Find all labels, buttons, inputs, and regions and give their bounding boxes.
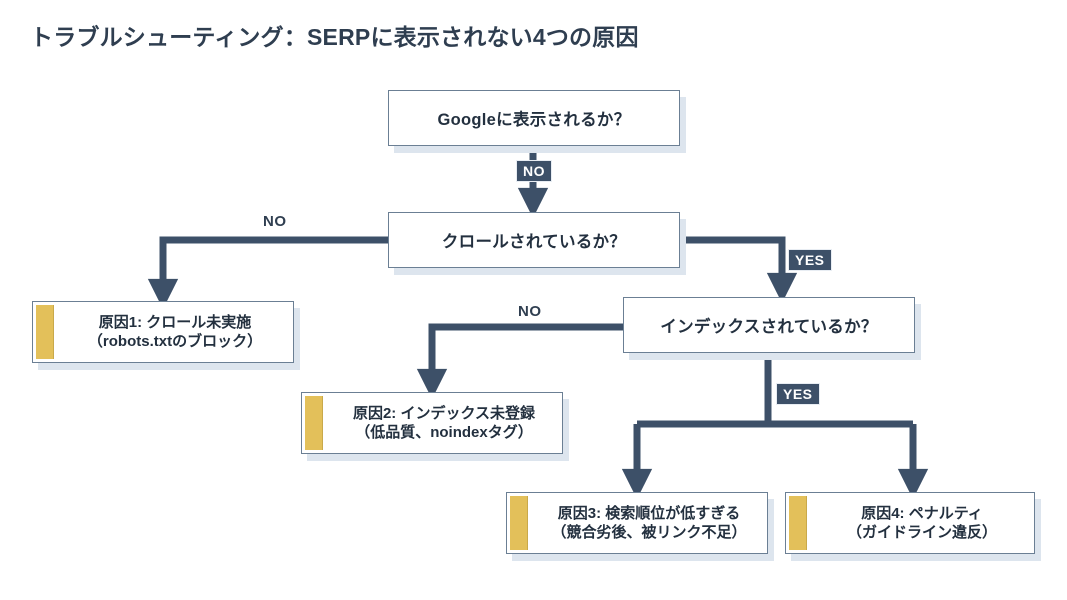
result-box-cause-4[interactable]: 原因4: ペナルティ （ガイドライン違反）: [785, 492, 1035, 554]
edge-label-yes-d3-r3: YES: [776, 383, 820, 405]
result-box-cause-1[interactable]: 原因1: クロール未実施 （robots.txtのブロック）: [32, 301, 294, 363]
result-text: 原因1: クロール未実施 （robots.txtのブロック）: [51, 313, 293, 351]
decision-box-indexed[interactable]: インデックスされているか？: [623, 297, 915, 353]
result-line-1: 原因1: クロール未実施: [98, 313, 252, 331]
result-line-1: 原因4: ペナルティ: [861, 504, 983, 522]
result-box-cause-3[interactable]: 原因3: 検索順位が低すぎる （競合劣後、被リンク不足）: [506, 492, 768, 554]
decision-label: インデックスされているか？: [660, 318, 878, 336]
edge-label-yes-d2-d3: YES: [788, 249, 832, 271]
page-title: トラブルシューティング：SERPに表示されない4つの原因: [30, 24, 639, 50]
result-line-1: 原因3: 検索順位が低すぎる: [557, 504, 741, 522]
result-line-2: （低品質、noindexタグ）: [355, 424, 533, 441]
accent-bar-icon: [36, 305, 54, 359]
edge-label-no-d1-d2: NO: [516, 160, 552, 182]
edge-label-no-d2-r1: NO: [263, 213, 287, 230]
accent-bar-icon: [305, 396, 323, 450]
decision-box-crawled[interactable]: クロールされているか？: [388, 212, 680, 268]
decision-label: Googleに表示されるか？: [437, 111, 631, 129]
decision-box-google-indexed[interactable]: Googleに表示されるか？: [388, 90, 680, 146]
result-text: 原因3: 検索順位が低すぎる （競合劣後、被リンク不足）: [525, 504, 767, 542]
result-line-2: （robots.txtのブロック）: [87, 333, 263, 350]
result-line-2: （ガイドライン違反）: [846, 524, 997, 541]
edge-d2-r1: [147, 236, 388, 310]
decision-label: クロールされているか？: [441, 233, 627, 251]
result-line-1: 原因2: インデックス未登録: [352, 404, 536, 422]
edge-d3-r2: [416, 323, 623, 400]
accent-bar-icon: [510, 496, 528, 550]
edge-d2-d3: [680, 236, 798, 304]
accent-bar-icon: [789, 496, 807, 550]
result-text: 原因2: インデックス未登録 （低品質、noindexタグ）: [320, 404, 562, 442]
edge-label-no-d3-r2: NO: [518, 303, 542, 320]
result-box-cause-2[interactable]: 原因2: インデックス未登録 （低品質、noindexタグ）: [301, 392, 563, 454]
result-text: 原因4: ペナルティ （ガイドライン違反）: [804, 504, 1034, 542]
result-line-2: （競合劣後、被リンク不足）: [551, 524, 747, 541]
